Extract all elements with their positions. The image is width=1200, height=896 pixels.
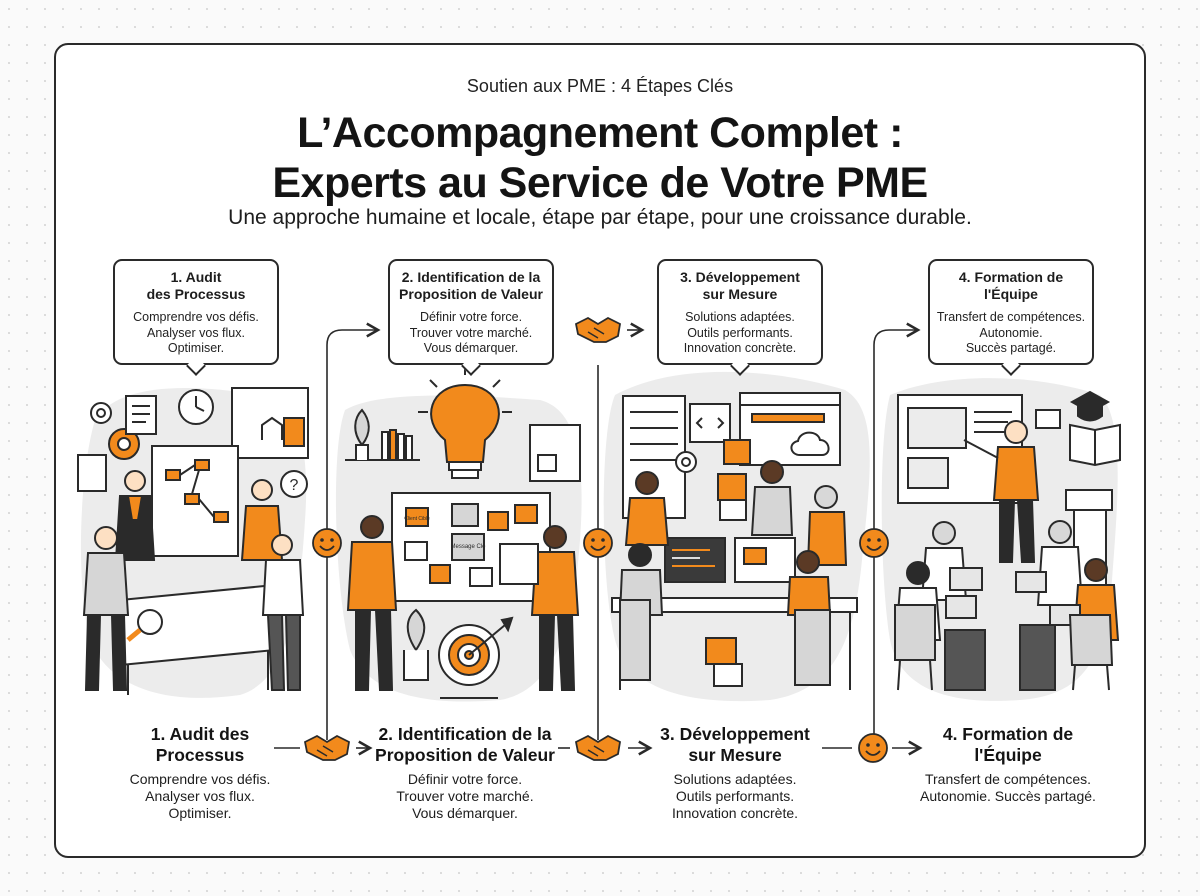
smiley-icon: [859, 528, 889, 558]
bubble-line: Optimiser.: [167, 341, 225, 355]
document-icon: [77, 454, 107, 492]
question-icon: [280, 470, 308, 498]
podium-top: [1065, 489, 1113, 511]
step-desc-line: Solutions adaptées.: [673, 771, 797, 787]
bubble-step-2: 2. Identification de la Proposition de V…: [388, 259, 554, 365]
step-title-line: 1. Audit des: [150, 724, 250, 744]
step-desc-line: Vous démarquer.: [412, 805, 518, 821]
smiley-icon: [583, 528, 613, 558]
bubble-title: 4. Formation de: [958, 269, 1064, 285]
gear-icon: [675, 451, 697, 473]
svg-text:?: ?: [290, 477, 299, 494]
bubble-step-4: 4. Formation de l'Équipe Transfert de co…: [928, 259, 1094, 365]
graduation-cap-icon: [1069, 390, 1111, 422]
smiley-icon: [312, 528, 342, 558]
bubble-line: Outils performants.: [687, 325, 793, 340]
smiley-icon: [858, 733, 888, 763]
step-desc-line: Définir votre force.: [407, 771, 523, 787]
bubble-title: 3. Développement: [680, 269, 800, 285]
step-title-line: l'Équipe: [974, 745, 1042, 765]
step-1-title: 1. Audit des Processus: [105, 724, 295, 766]
step-title-line: Proposition de Valeur: [375, 745, 555, 765]
bubble-title: l'Équipe: [984, 286, 1038, 302]
coffee-machine: [529, 424, 581, 482]
title-line-2: Experts au Service de Votre PME: [272, 159, 928, 207]
clock-icon: [178, 389, 214, 425]
block-icon: [723, 439, 751, 465]
bubble-line: Transfert de compétences.: [936, 310, 1086, 324]
audit-illustration: ?: [77, 387, 309, 695]
target-icon: [438, 616, 514, 686]
step-title-line: 2. Identification de la: [378, 724, 552, 744]
page-title: L’Accompagnement Complet : Experts au Se…: [0, 108, 1200, 208]
speech-icon: [1035, 409, 1061, 429]
step-1-description: Comprendre vos défis. Analyser vos flux.…: [100, 771, 300, 822]
step-desc-line: Innovation concrète.: [671, 805, 799, 821]
book-icon: [1069, 423, 1121, 467]
gear-icon: [108, 428, 140, 460]
step-3-title: 3. Développement sur Mesure: [640, 724, 830, 766]
step-desc-line: Transfert de compétences.: [924, 771, 1091, 787]
bubble-step-1: 1. Audit des Processus Comprendre vos dé…: [113, 259, 279, 365]
page-subtitle: Une approche humaine et locale, étape pa…: [228, 206, 972, 229]
bubble-title: des Processus: [146, 286, 246, 302]
bubble-line: Innovation concrète.: [683, 341, 797, 355]
handshake-icon: [574, 734, 621, 761]
bubble-title: Proposition de Valeur: [399, 286, 543, 302]
gear-icon: [90, 402, 112, 424]
title-line-1: L’Accompagnement Complet :: [297, 109, 903, 157]
step-4-description: Transfert de compétences. Autonomie. Suc…: [903, 771, 1113, 805]
bubble-title: sur Mesure: [702, 286, 778, 302]
step-desc-line: Analyser vos flux.: [145, 788, 255, 804]
bubble-line: Définir votre force.: [419, 310, 523, 324]
step-title-line: 4. Formation de: [942, 724, 1074, 744]
bubble-step-3: 3. Développement sur Mesure Solutions ad…: [657, 259, 823, 365]
eyebrow-text: Soutien aux PME : 4 Étapes Clés: [466, 76, 734, 96]
bubble-line: Solutions adaptées.: [685, 310, 795, 324]
sticky-note-label: Client Cible: [404, 516, 430, 522]
magnifier-icon: [137, 609, 163, 635]
computer-monitor: [664, 537, 726, 583]
bubble-title: 2. Identification de la: [401, 269, 541, 285]
bubble-line: Trouver votre marché.: [409, 325, 533, 340]
step-desc-line: Outils performants.: [675, 788, 795, 804]
step-4-title: 4. Formation de l'Équipe: [913, 724, 1103, 766]
value-illustration: [345, 365, 581, 699]
sticky-note-label: Message Clé: [450, 544, 486, 550]
handshake-icon: [303, 734, 350, 761]
arrow-right-icon: [873, 322, 921, 700]
arrow-right-icon: [326, 322, 381, 700]
bubble-title: 1. Audit: [170, 269, 222, 285]
code-icon: [695, 417, 725, 429]
step-title-line: sur Mesure: [688, 745, 782, 765]
step-2-description: Définir votre force. Trouver votre march…: [365, 771, 565, 822]
bubble-line: Comprendre vos défis.: [133, 310, 259, 324]
step-desc-line: Autonomie. Succès partagé.: [920, 788, 1096, 804]
development-illustration: [611, 392, 858, 690]
cloud-icon: [790, 431, 830, 456]
step-desc-line: Comprendre vos défis.: [129, 771, 271, 787]
step-2-title: 2. Identification de la Proposition de V…: [360, 724, 570, 766]
training-illustration: [894, 390, 1121, 691]
bubble-line: Autonomie.: [979, 325, 1043, 340]
step-desc-line: Trouver votre marché.: [396, 788, 534, 804]
handshake-icon: [574, 316, 621, 343]
step-title-line: Processus: [155, 745, 245, 765]
bubble-line: Succès partagé.: [965, 341, 1057, 355]
step-title-line: 3. Développement: [660, 724, 810, 744]
step-3-description: Solutions adaptées. Outils performants. …: [635, 771, 835, 822]
bubble-line: Analyser vos flux.: [147, 325, 245, 340]
step-desc-line: Optimiser.: [168, 805, 232, 821]
bubble-line: Vous démarquer.: [423, 341, 519, 355]
